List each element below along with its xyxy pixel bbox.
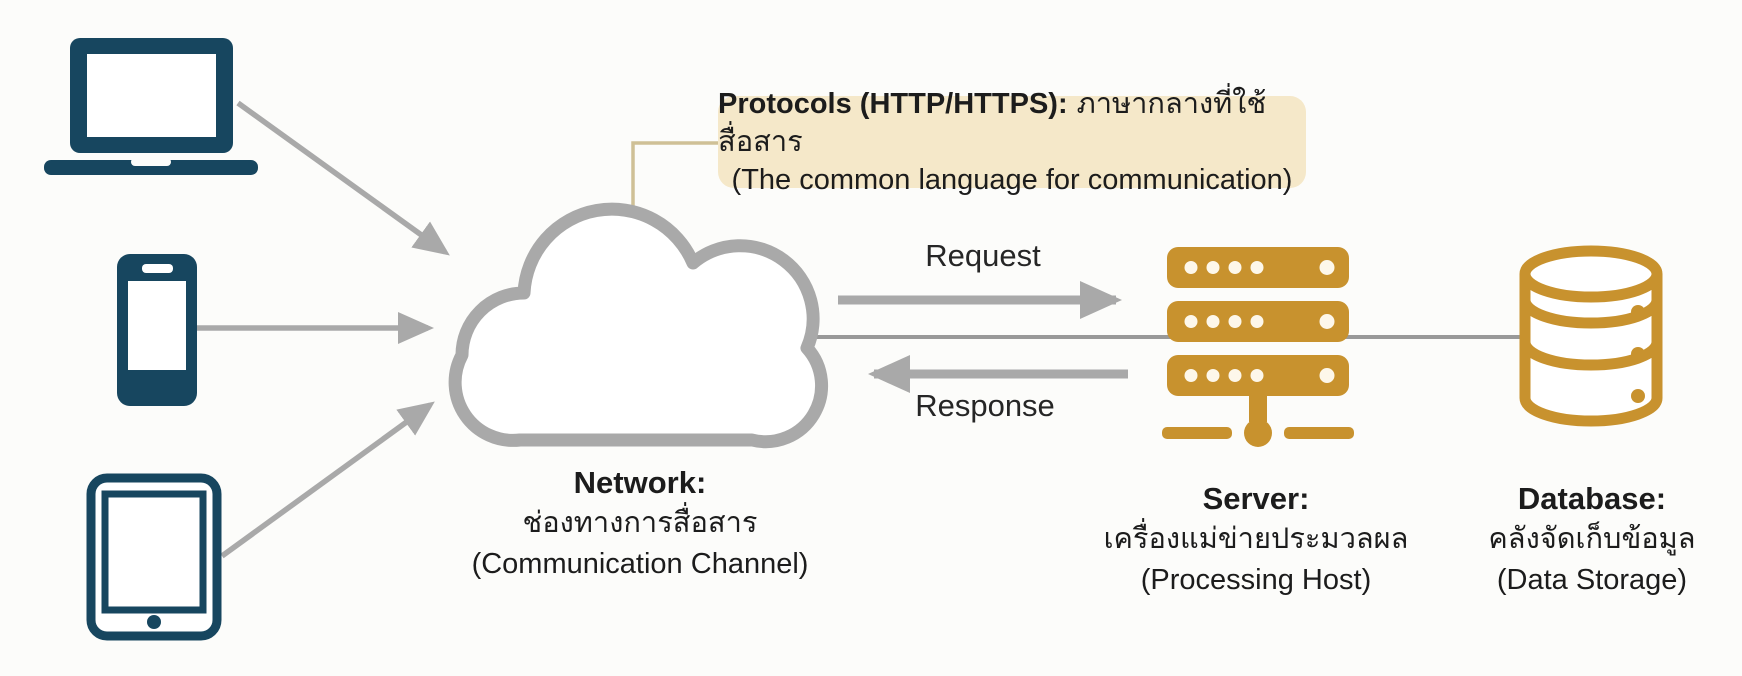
server-title: Server:: [1202, 481, 1310, 516]
protocols-title-bold: Protocols (HTTP/HTTPS):: [718, 88, 1068, 120]
laptop-to-network-arrow: [236, 100, 450, 256]
database-cylinder-icon: [1519, 245, 1663, 427]
server-english-caption: (Processing Host): [1140, 564, 1372, 596]
network-thai-caption: ช่องทางการสื่อสาร: [522, 507, 758, 539]
response-label: Response: [915, 388, 1055, 423]
protocols-title-thai: ภาษากลางที่ใช้สื่อสาร: [718, 88, 1267, 158]
database-thai-caption: คลังจัดเก็บข้อมูล: [1488, 523, 1696, 555]
database-label: Database: คลังจัดเก็บข้อมูล (Data Storag…: [1412, 478, 1742, 601]
network-label: Network: ช่องทางการสื่อสาร (Communicatio…: [400, 462, 880, 585]
server-thai-caption: เครื่องแม่ข่ายประมวลผล: [1103, 523, 1409, 555]
protocols-title: Protocols (HTTP/HTTPS):ภาษากลางที่ใช้สื่…: [718, 85, 1306, 161]
smartphone-icon: [117, 254, 197, 406]
network-cloud-icon: [448, 202, 829, 449]
database-english-caption: (Data Storage): [1496, 564, 1688, 596]
request-label: Request: [925, 238, 1041, 273]
network-title: Network:: [573, 465, 707, 500]
server-label: Server: เครื่องแม่ข่ายประมวลผล (Processi…: [1026, 478, 1486, 601]
network-english-caption: (Communication Channel): [471, 548, 809, 580]
laptop-icon: [44, 38, 258, 175]
protocols-connector-line: [631, 141, 719, 224]
protocols-subtitle: (The common language for communication): [731, 164, 1293, 196]
protocols-callout: Protocols (HTTP/HTTPS):ภาษากลางที่ใช้สื่…: [718, 88, 1306, 196]
server-rack-icon: [1162, 247, 1354, 447]
tablet-to-network-arrow: [220, 401, 435, 559]
tablet-icon: [86, 473, 222, 641]
database-title: Database:: [1517, 481, 1667, 516]
